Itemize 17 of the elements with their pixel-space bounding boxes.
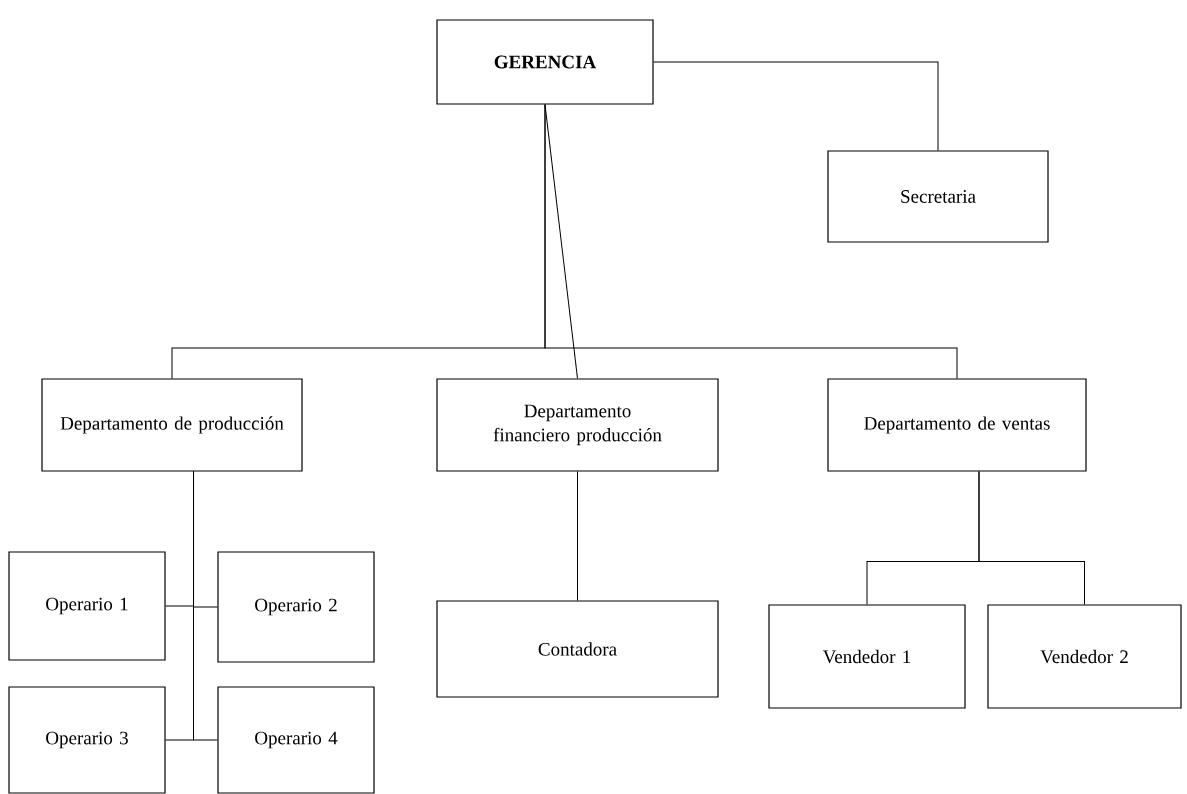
connector-line: [653, 61, 939, 151]
org-box: Operario 2: [217, 551, 375, 663]
org-box: Operario 1: [8, 551, 166, 661]
connector-line: [193, 471, 218, 741]
connector-line: [978, 471, 1085, 605]
org-box: Vendedor 2: [987, 604, 1182, 709]
connector-line: [577, 471, 578, 601]
org-box: Vendedor 1: [768, 604, 966, 709]
org-box: Departamento de ventas: [827, 378, 1087, 472]
org-box: Secretaria: [827, 150, 1049, 243]
org-box: Departamento de producción: [41, 378, 303, 472]
org-box: Operario 3: [8, 686, 166, 794]
org-box: Departamento financiero producción: [436, 378, 719, 472]
org-box: Contadora: [436, 600, 719, 698]
org-box: Operario 4: [217, 686, 375, 794]
org-box: GERENCIA: [436, 19, 654, 105]
connector-line: [544, 104, 958, 379]
